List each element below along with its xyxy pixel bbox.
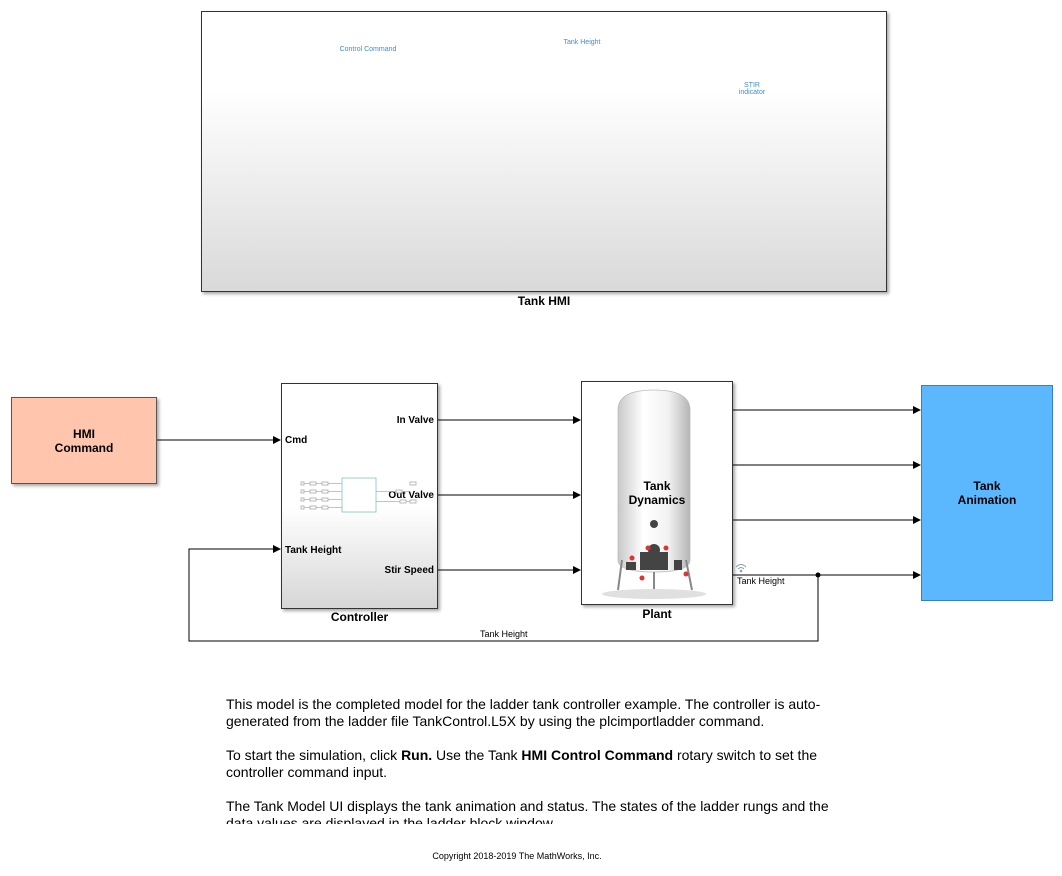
tank-animation-block[interactable]: Tank Animation xyxy=(921,385,1053,601)
port-cmd: Cmd xyxy=(285,435,308,446)
plant-title: Plant xyxy=(642,607,672,621)
port-in-valve: In Valve xyxy=(396,415,434,426)
description-p2-mid: Use the Tank xyxy=(432,747,522,763)
hmi-stir-label-line1: STIR xyxy=(744,82,760,89)
hmi-command-line1: HMI xyxy=(72,426,95,441)
hmi-tank-height-label: Tank Height xyxy=(563,39,601,46)
description-paragraph-2: To start the simulation, click Run. Use … xyxy=(226,747,836,781)
port-out-valve: Out Valve xyxy=(388,490,434,501)
wireless-icon xyxy=(735,564,747,573)
hmi-command-block[interactable]: HMI Command xyxy=(11,397,157,484)
description-run: Run. xyxy=(401,747,433,763)
hmi-command-line2: Command xyxy=(54,440,114,455)
hmi-stir-label-line2: indicator xyxy=(738,89,766,96)
copyright-notice: Copyright 2018-2019 The MathWorks, Inc. xyxy=(432,851,602,861)
signal-label-tank-height-feedback: Tank Height xyxy=(480,629,528,639)
controller-title: Controller xyxy=(330,610,389,624)
plant-block[interactable]: Tank Dynamics xyxy=(581,381,733,605)
description-paragraph-1: This model is the completed model for th… xyxy=(226,696,821,729)
description-hmi-control-command: HMI Control Command xyxy=(521,747,674,763)
controller-block[interactable]: Cmd Tank Height In Valve Out Valve Stir … xyxy=(281,383,438,609)
signal-label-tank-height-wireless: Tank Height xyxy=(737,576,785,586)
tank-image xyxy=(602,389,706,599)
hmi-control-command-label: Control Command xyxy=(339,46,397,53)
plant-label-line1: Tank xyxy=(643,479,671,493)
hmi-stir-indicator-label: STIR indicator xyxy=(722,82,782,96)
description-p2-pre: To start the simulation, click xyxy=(226,747,402,763)
tank-hmi-title: Tank HMI xyxy=(517,294,571,308)
tank-animation-line1: Tank xyxy=(973,479,1001,493)
ladder-logic-icon xyxy=(300,477,417,513)
signal-tank-height-feedback xyxy=(188,545,819,642)
description-paragraph-3: The Tank Model UI displays the tank anim… xyxy=(226,798,829,824)
description-p2-post: rotary switch to set the controller comm… xyxy=(226,747,818,780)
branch-point xyxy=(815,572,821,578)
tank-animation-line2: Animation xyxy=(957,493,1017,507)
port-tank-height-in: Tank Height xyxy=(285,545,342,556)
port-stir-speed: Stir Speed xyxy=(384,565,434,576)
tank-hmi-panel[interactable]: Control Command Tank Height STIR indicat… xyxy=(201,11,887,292)
plant-block-label: Tank Dynamics xyxy=(582,479,732,507)
plant-label-line2: Dynamics xyxy=(628,493,686,507)
model-description: This model is the completed model for th… xyxy=(226,696,836,824)
